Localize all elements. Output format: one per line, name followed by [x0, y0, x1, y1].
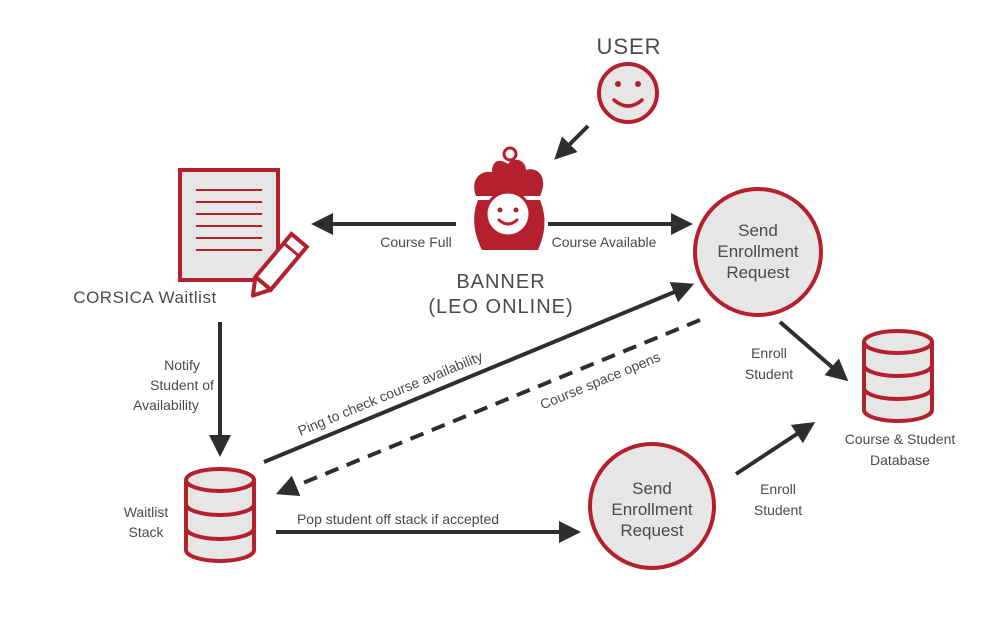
- enroll-bottom-line1: Send: [632, 479, 672, 498]
- smiley-face-icon: [597, 62, 659, 124]
- enroll-top-line2: Enrollment: [717, 242, 799, 261]
- notify-label-line3: Availability: [133, 397, 199, 413]
- enroll-top-label-line1: Enroll: [751, 345, 787, 361]
- database-label-line1: Course & Student: [845, 431, 956, 447]
- pop-label: Pop student off stack if accepted: [297, 511, 499, 527]
- database-icon: [862, 329, 934, 423]
- notify-label-line1: Notify: [164, 357, 200, 373]
- database-label-line2: Database: [870, 452, 930, 468]
- enroll-top-line1: Send: [738, 221, 778, 240]
- enroll-bottom-line3: Request: [620, 521, 684, 540]
- send-enrollment-request-top: Send Enrollment Request: [693, 187, 823, 317]
- course-available-label: Course Available: [552, 234, 657, 250]
- document-pencil-icon: [178, 168, 310, 298]
- banner-sublabel: (LEO ONLINE): [428, 296, 573, 318]
- database-icon: [184, 467, 256, 563]
- ping-arrow: [263, 282, 695, 464]
- enroll-bottom-arrow: [734, 421, 816, 476]
- ping-label: Ping to check course availability: [295, 348, 484, 439]
- enroll-bottom-line2: Enrollment: [611, 500, 693, 519]
- enroll-bottom-label-line2: Student: [754, 502, 802, 518]
- waitlist-stack-label-line2: Stack: [128, 524, 164, 540]
- enroll-top-label-line2: Student: [745, 366, 793, 382]
- notify-label-line2: Student of: [150, 377, 214, 393]
- banner-label: BANNER: [456, 271, 545, 293]
- banner-mascot-icon: [474, 146, 545, 250]
- space-opens-label: Course space opens: [538, 348, 663, 412]
- course-full-label: Course Full: [380, 234, 452, 250]
- user-to-banner-arrow: [554, 124, 590, 160]
- waitlist-stack-label-line1: Waitlist: [124, 504, 169, 520]
- space-opens-arrow: [275, 318, 701, 496]
- user-label: USER: [596, 34, 661, 59]
- send-enrollment-request-bottom: Send Enrollment Request: [588, 442, 716, 570]
- enroll-top-arrow: [778, 320, 849, 382]
- enroll-bottom-label-line1: Enroll: [760, 481, 796, 497]
- enroll-top-line3: Request: [726, 263, 790, 282]
- corsica-waitlist-label: CORSICA Waitlist: [73, 288, 216, 307]
